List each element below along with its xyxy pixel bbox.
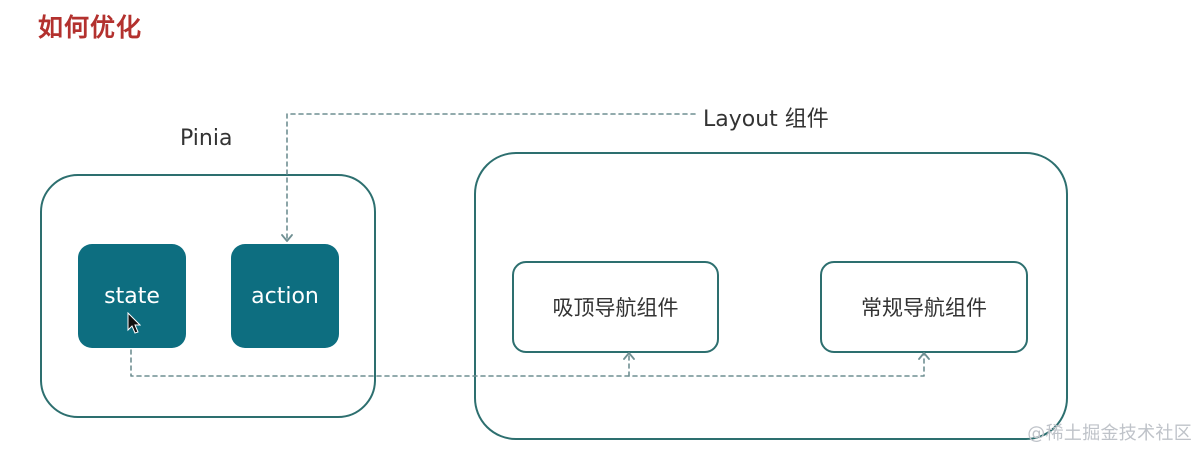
action-node-label: action [251, 283, 319, 309]
cursor-icon [127, 312, 141, 334]
normal-nav-node: 常规导航组件 [820, 261, 1028, 353]
layout-label: Layout 组件 [703, 107, 829, 132]
pinia-container [40, 174, 376, 418]
page-title: 如何优化 [38, 13, 143, 42]
state-node-label: state [104, 283, 160, 309]
action-node: action [231, 244, 339, 348]
sticky-nav-node: 吸顶导航组件 [512, 261, 719, 353]
state-node: state [78, 244, 186, 348]
watermark-text: @稀土掘金技术社区 [1027, 423, 1192, 444]
normal-nav-label: 常规导航组件 [861, 296, 987, 320]
pinia-label: Pinia [180, 126, 233, 151]
layout-container [474, 152, 1068, 440]
sticky-nav-label: 吸顶导航组件 [552, 296, 679, 320]
